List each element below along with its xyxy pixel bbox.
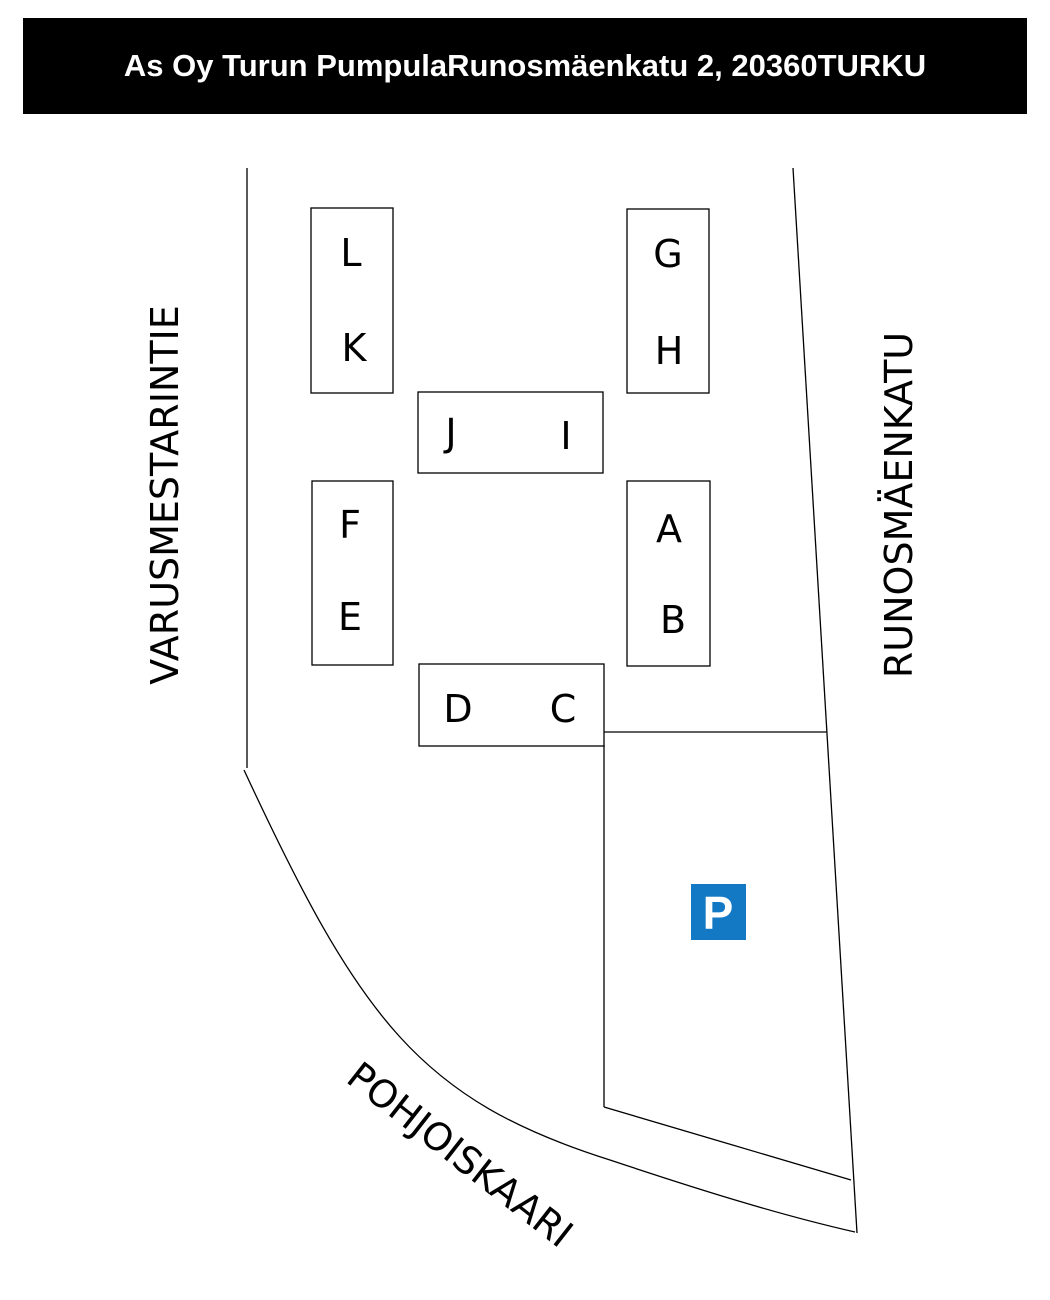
building-lk[interactable]: L K <box>310 207 394 394</box>
runosmaenkatu-road-edge <box>792 167 858 1234</box>
parking-sign-letter: P <box>703 887 734 939</box>
building-label-h: H <box>655 329 684 373</box>
building-label-j: J <box>443 411 456 455</box>
building-ab[interactable]: A B <box>626 480 711 667</box>
street-address: Runosmäenkatu 2, 20360 <box>447 48 818 83</box>
city-name: TURKU <box>817 48 927 83</box>
street-name-runosmaenkatu: RUNOSMÄENKATU <box>877 332 921 678</box>
parking-sign-icon: P <box>691 884 746 940</box>
street-name-varusmestarintie: VARUSMESTARINTIE <box>143 305 187 685</box>
association-name: As Oy Turun Pumpula <box>123 48 448 83</box>
building-ji[interactable]: J I <box>417 391 604 474</box>
building-fe[interactable]: F E <box>311 480 394 666</box>
building-label-a: A <box>656 507 682 551</box>
parking-lot-south-edge <box>603 1106 852 1181</box>
building-gh[interactable]: G H <box>626 208 710 394</box>
building-label-f: F <box>339 503 361 547</box>
building-label-k: K <box>342 326 368 370</box>
building-dc[interactable]: D C <box>418 663 605 747</box>
street-name-pohjoiskaari: POHJOISKAARI <box>339 1053 581 1256</box>
building-label-e: E <box>338 595 362 639</box>
building-label-l: L <box>340 231 361 275</box>
building-label-b: B <box>660 598 686 642</box>
building-label-i: I <box>560 414 571 458</box>
building-label-c: C <box>550 687 577 731</box>
building-label-g: G <box>653 232 682 276</box>
building-label-d: D <box>443 687 472 731</box>
map-title-bar: As Oy Turun Pumpula Runosmäenkatu 2, 203… <box>23 18 1027 114</box>
pohjoiskaari-road-edge <box>243 769 856 1233</box>
